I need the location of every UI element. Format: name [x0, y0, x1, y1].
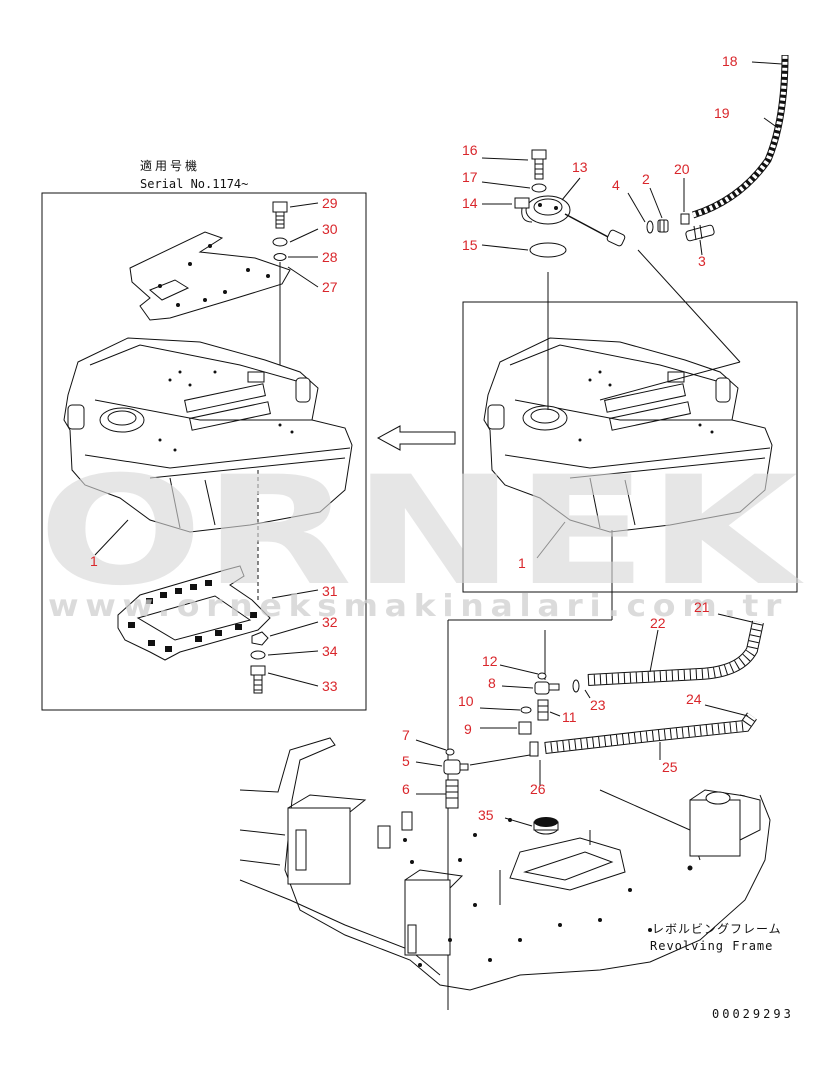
left-inset-frame [41, 192, 367, 711]
callout-10: 10 [458, 693, 474, 709]
callout-2: 2 [642, 171, 650, 187]
fuel-tank-right [483, 337, 773, 533]
document-number: 00029293 [712, 1007, 794, 1021]
drain-cock-5 [443, 759, 469, 775]
fuel-tank-left [63, 337, 353, 533]
callout-27: 27 [322, 279, 338, 295]
applicability-jp: 適用号機 [140, 158, 200, 173]
callout-21: 21 [694, 599, 710, 615]
elbow-3 [685, 224, 715, 242]
sender-unit-13 [525, 195, 626, 247]
callout-13: 13 [572, 159, 588, 175]
callout-12: 12 [482, 653, 498, 669]
revolving-frame [239, 737, 771, 991]
callout-8: 8 [488, 675, 496, 691]
callout-18: 18 [722, 53, 738, 69]
bolt-33 [250, 665, 266, 694]
washer-7 [445, 748, 455, 756]
washer-23 [572, 679, 580, 693]
callout-34: 34 [322, 643, 338, 659]
callout-29: 29 [322, 195, 338, 211]
callout-33: 33 [322, 678, 338, 694]
callout-24: 24 [686, 691, 702, 707]
frame-label-jp: レボルビングフレーム [652, 922, 782, 936]
callout-14: 14 [462, 195, 478, 211]
nut-32 [251, 631, 269, 646]
callout-4: 4 [612, 177, 620, 193]
callout-30: 30 [322, 221, 338, 237]
callout-17: 17 [462, 169, 478, 185]
callout-3: 3 [698, 253, 706, 269]
bolt-29 [272, 201, 288, 229]
washer-4 [646, 220, 654, 234]
callout-11: 11 [562, 709, 577, 725]
fitting-26 [529, 741, 539, 757]
callout-35: 35 [478, 807, 494, 823]
bracket-14 [514, 197, 533, 223]
bracket-plate-31 [117, 565, 271, 661]
elbow-11 [537, 699, 549, 721]
applicability-serial: Serial No.1174~ [140, 177, 248, 191]
callout-1-right: 1 [518, 555, 526, 571]
washer-34 [250, 650, 266, 660]
cap-35 [533, 817, 559, 835]
callout-23: 23 [590, 697, 606, 713]
gasket-15 [529, 242, 567, 258]
callout-32: 32 [322, 614, 338, 630]
washer-12 [537, 672, 547, 680]
callout-20: 20 [674, 161, 690, 177]
washer-17 [531, 183, 547, 193]
callout-31: 31 [322, 583, 338, 599]
washer-30 [272, 237, 288, 247]
callout-1-left: 1 [90, 553, 98, 569]
joint-8 [534, 681, 560, 695]
washer-10 [520, 706, 532, 714]
callout-7: 7 [402, 727, 410, 743]
callout-28: 28 [322, 249, 338, 265]
hose-22 [587, 620, 764, 686]
elbow-6 [445, 779, 459, 809]
callout-26: 26 [530, 781, 546, 797]
callout-19: 19 [714, 105, 730, 121]
fitting-9 [518, 721, 532, 735]
callout-5: 5 [402, 753, 410, 769]
bolt-16 [531, 149, 547, 180]
frame-label-en: Revolving Frame [650, 939, 773, 953]
bracket-plate-27 [129, 231, 291, 321]
right-inset-frame [462, 301, 798, 593]
fitting-2 [657, 219, 669, 233]
callout-15: 15 [462, 237, 478, 253]
watermark-brand: ORNEK [38, 445, 804, 619]
vent-hose-19 [691, 54, 789, 219]
fitting-20 [680, 213, 690, 225]
callout-16: 16 [462, 142, 478, 158]
callout-25: 25 [662, 759, 678, 775]
washer-28 [273, 253, 287, 261]
watermark-url: www.orneksmakinalari.com.tr [48, 589, 788, 624]
direction-arrow [376, 425, 456, 451]
hose-25 [544, 712, 757, 754]
callout-22: 22 [650, 615, 666, 631]
callout-6: 6 [402, 781, 410, 797]
callout-9: 9 [464, 721, 472, 737]
